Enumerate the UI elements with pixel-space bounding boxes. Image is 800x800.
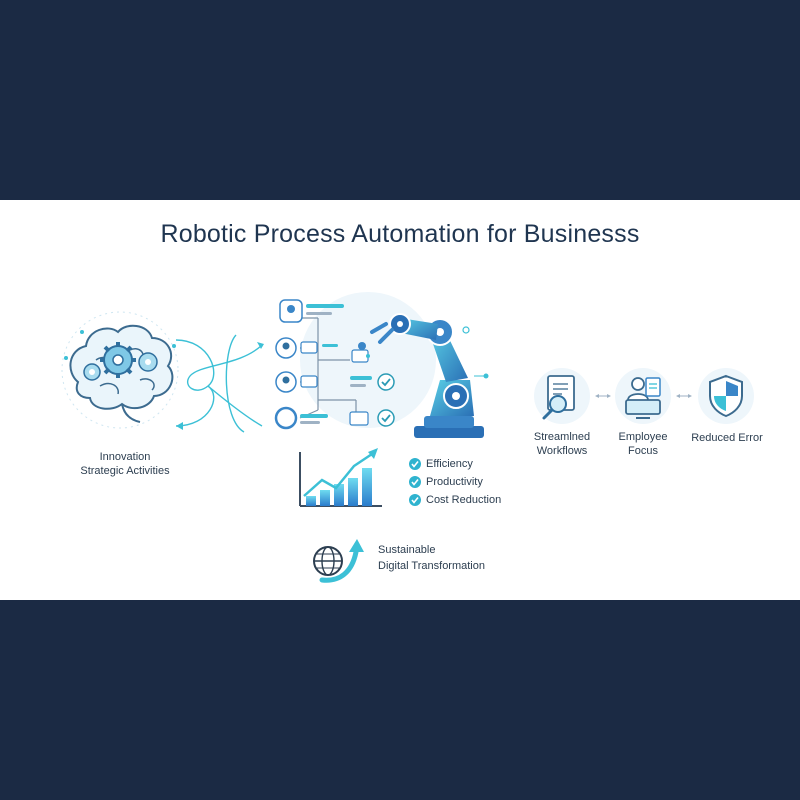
connector-loop <box>175 334 264 433</box>
infographic-banner: Robotic Process Automation for Businesss <box>0 200 800 600</box>
reduced-error-label: Reduced Error <box>691 432 763 444</box>
workflows-label: Workflows <box>536 445 588 457</box>
employee-computer-icon <box>615 368 671 424</box>
check-icon <box>409 494 421 506</box>
page-title: Robotic Process Automation for Businesss <box>160 220 640 248</box>
streamlined-label: Streamlned <box>533 431 591 443</box>
check-icon <box>409 476 421 488</box>
strategic-activities-label: Strategic Activities <box>80 465 170 477</box>
innovation-label: Innovation <box>99 451 151 463</box>
benefit-efficiency: Efficiency <box>426 458 473 470</box>
bar-chart-icon <box>299 448 382 507</box>
brain-gears-icon <box>61 311 179 429</box>
flowchart-icon <box>274 292 436 430</box>
check-icon <box>409 458 421 470</box>
document-search-icon <box>534 368 590 424</box>
sustainable-label: Sustainable <box>378 544 436 556</box>
check-icon-list <box>409 458 421 506</box>
employee-label: Employee <box>618 431 668 443</box>
digital-transformation-label: Digital Transformation <box>378 560 485 572</box>
shield-icon <box>698 368 754 424</box>
focus-label: Focus <box>628 445 658 457</box>
benefit-productivity: Productivity <box>426 476 483 488</box>
double-arrow-connectors <box>595 394 692 398</box>
globe-arrow-icon <box>313 539 364 583</box>
benefit-cost-reduction: Cost Reduction <box>426 494 502 506</box>
robot-arm-icon <box>366 313 489 438</box>
diagram-artwork <box>61 292 754 583</box>
